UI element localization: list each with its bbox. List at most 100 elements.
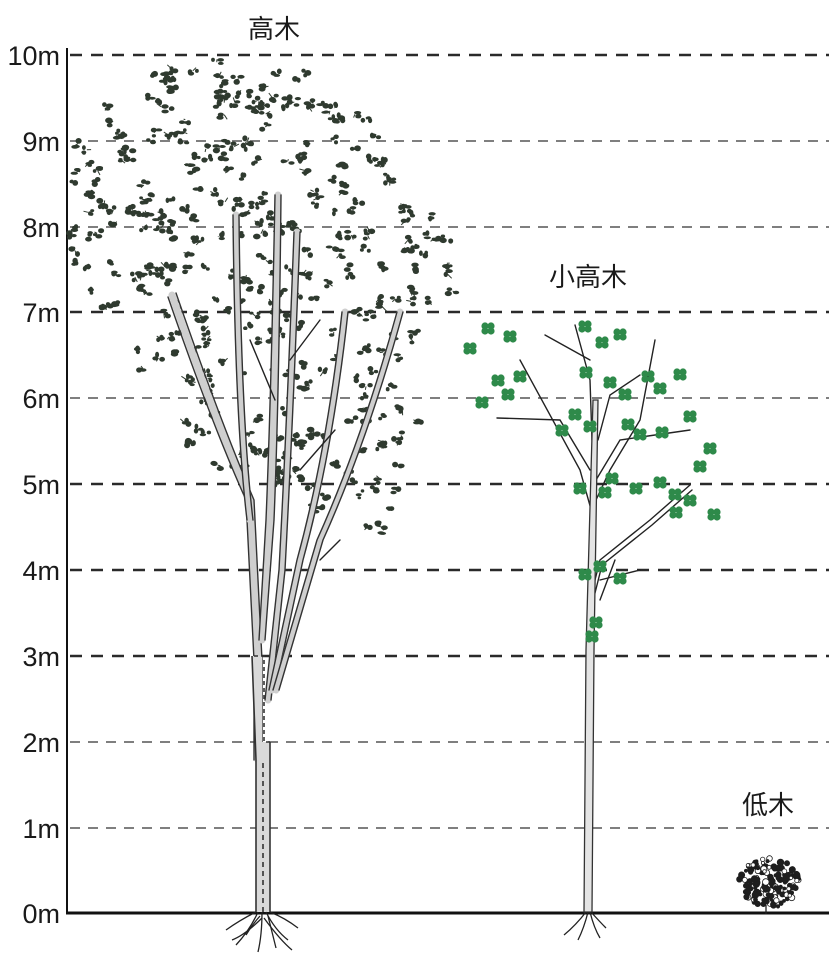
canopy-leaf-cluster	[411, 262, 419, 274]
canopy-leaf-cluster	[257, 283, 265, 295]
shrub-leaf	[773, 897, 780, 904]
canopy-leaf-cluster	[68, 246, 80, 257]
tick-label-0m: 0m	[22, 899, 60, 929]
small-tree-leaf	[693, 460, 707, 473]
canopy-leaf-cluster	[338, 189, 349, 196]
canopy-leaf-cluster	[166, 64, 179, 76]
tall-tree-roots	[225, 911, 299, 953]
height-grid	[66, 48, 829, 915]
canopy-leaf-cluster	[292, 466, 300, 475]
shrub-leaf	[744, 868, 748, 873]
canopy-leaf-cluster	[92, 166, 104, 176]
canopy-leaf-cluster	[398, 204, 408, 214]
canopy-leaf-cluster	[404, 234, 413, 245]
canopy-leaf-cluster	[231, 202, 245, 212]
canopy-leaf-cluster	[394, 404, 404, 412]
canopy-leaf-cluster	[219, 79, 229, 89]
canopy-leaf-cluster	[232, 196, 243, 203]
canopy-leaf-cluster	[330, 134, 339, 145]
canopy-leaf-cluster	[396, 430, 405, 441]
small-tree-leaf	[633, 428, 647, 441]
shrub-leaf	[762, 878, 770, 886]
shrub-leaf	[760, 856, 766, 862]
tick-label-7m: 7m	[22, 298, 60, 328]
canopy-leaf-cluster	[319, 492, 332, 501]
canopy-leaf-cluster	[239, 209, 251, 218]
canopy-leaf-cluster	[406, 208, 416, 218]
canopy-leaf-cluster	[323, 278, 333, 289]
canopy-leaf-cluster	[177, 138, 190, 145]
small-tree-leaf	[683, 494, 697, 507]
canopy-leaf-cluster	[105, 117, 114, 128]
shrub-leaf	[768, 880, 775, 887]
canopy-leaf-cluster	[165, 196, 176, 203]
shrub-leaf	[748, 885, 754, 892]
canopy-leaf-cluster	[244, 104, 258, 113]
canopy-leaf-cluster	[153, 224, 166, 234]
canopy-leaf-cluster	[160, 275, 173, 287]
shrub-leaf	[788, 866, 796, 874]
canopy-leaf-cluster	[197, 427, 212, 437]
shrub-leaf	[781, 876, 789, 884]
small-tree-illustration	[463, 320, 721, 941]
canopy-leaf-cluster	[305, 432, 316, 441]
canopy-leaf-cluster	[325, 245, 340, 252]
canopy-leaf-cluster	[188, 377, 196, 387]
canopy-leaf-cluster	[365, 153, 374, 164]
canopy-leaf-cluster	[243, 321, 254, 331]
canopy-leaf-cluster	[298, 359, 308, 370]
small-tree-leaf	[621, 418, 635, 431]
canopy-leaf-cluster	[392, 461, 405, 469]
canopy-leaf-cluster	[201, 153, 214, 163]
canopy-leaf-cluster	[210, 187, 219, 197]
canopy-leaf-cluster	[358, 383, 373, 390]
shrub-leaf	[775, 871, 782, 878]
canopy-leaf-cluster	[375, 440, 387, 452]
canopy-leaf-cluster	[373, 475, 382, 485]
small-tree-leaf	[618, 388, 632, 401]
canopy-leaf-cluster	[158, 261, 171, 272]
canopy-leaf-cluster	[444, 287, 460, 297]
canopy-leaf-cluster	[307, 187, 320, 198]
shrub-leaf	[750, 875, 759, 883]
canopy-leaf-cluster	[166, 226, 174, 235]
small-tree-leaf	[613, 572, 627, 585]
canopy-leaf-cluster	[133, 345, 141, 355]
canopy-leaf-cluster	[251, 155, 263, 166]
canopy-leaf-cluster	[191, 236, 205, 246]
canopy-leaf-cluster	[353, 111, 362, 119]
shrub-leaf	[793, 871, 801, 879]
small-tree-leaf	[613, 328, 627, 341]
shrub-leaf	[784, 860, 791, 867]
canopy-leaf-cluster	[378, 413, 387, 421]
canopy-leaf-cluster	[213, 71, 224, 79]
canopy-leaf-cluster	[211, 296, 220, 303]
canopy-leaf-cluster	[91, 177, 101, 188]
canopy-leaf-cluster	[211, 57, 225, 65]
canopy-leaf-cluster	[270, 68, 282, 77]
canopy-leaf-cluster	[257, 190, 268, 200]
shrub-leaf	[790, 884, 797, 891]
canopy-leaf-cluster	[303, 101, 313, 112]
small-tree-leaf	[513, 370, 527, 383]
canopy-leaf-cluster	[157, 208, 168, 219]
shrub-leaf	[760, 901, 767, 907]
canopy-leaf-cluster	[150, 127, 163, 138]
small-tree-leaf	[579, 366, 593, 379]
small-tree-leaf	[583, 420, 597, 433]
tall-tree-canopy	[66, 57, 460, 535]
tick-label-8m: 8m	[22, 213, 60, 243]
canopy-leaf-cluster	[223, 165, 235, 174]
canopy-leaf-cluster	[254, 218, 264, 228]
canopy-leaf-cluster	[327, 174, 337, 184]
canopy-leaf-cluster	[413, 418, 424, 425]
canopy-leaf-cluster	[92, 228, 105, 239]
shrub-leaf	[741, 877, 748, 883]
small-tree-leaf	[491, 374, 505, 387]
canopy-leaf-cluster	[167, 85, 175, 94]
canopy-leaf-cluster	[183, 251, 195, 258]
canopy-leaf-cluster	[383, 172, 393, 183]
canopy-leaf-cluster	[255, 252, 264, 258]
small-tree-leaf	[673, 368, 687, 381]
canopy-leaf-cluster	[154, 266, 164, 278]
